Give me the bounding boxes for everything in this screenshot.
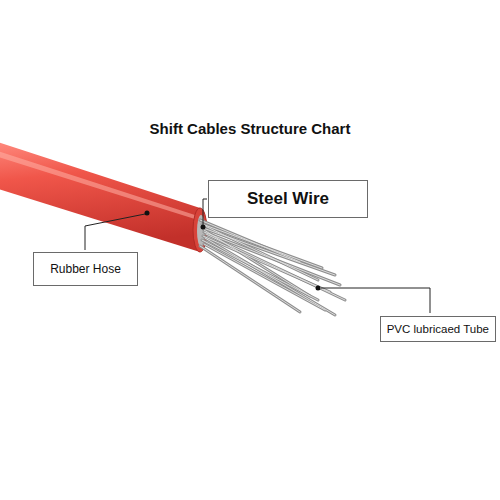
part-name: Rubber Hose — [41, 262, 130, 276]
part-name: Steel Wire — [223, 189, 353, 209]
part-name: PVC lubricaed Tube — [387, 323, 489, 335]
part-label-box: Rubber Hose — [33, 252, 138, 286]
part-label-box: Steel Wire — [208, 180, 368, 218]
chart-title: Shift Cables Structure Chart — [150, 120, 351, 137]
part-label-box: PVC lubricaed Tube — [380, 316, 496, 342]
rubber-hose-shape — [0, 141, 207, 252]
leader-dots — [145, 211, 321, 291]
steel-wire-strands — [200, 220, 345, 315]
